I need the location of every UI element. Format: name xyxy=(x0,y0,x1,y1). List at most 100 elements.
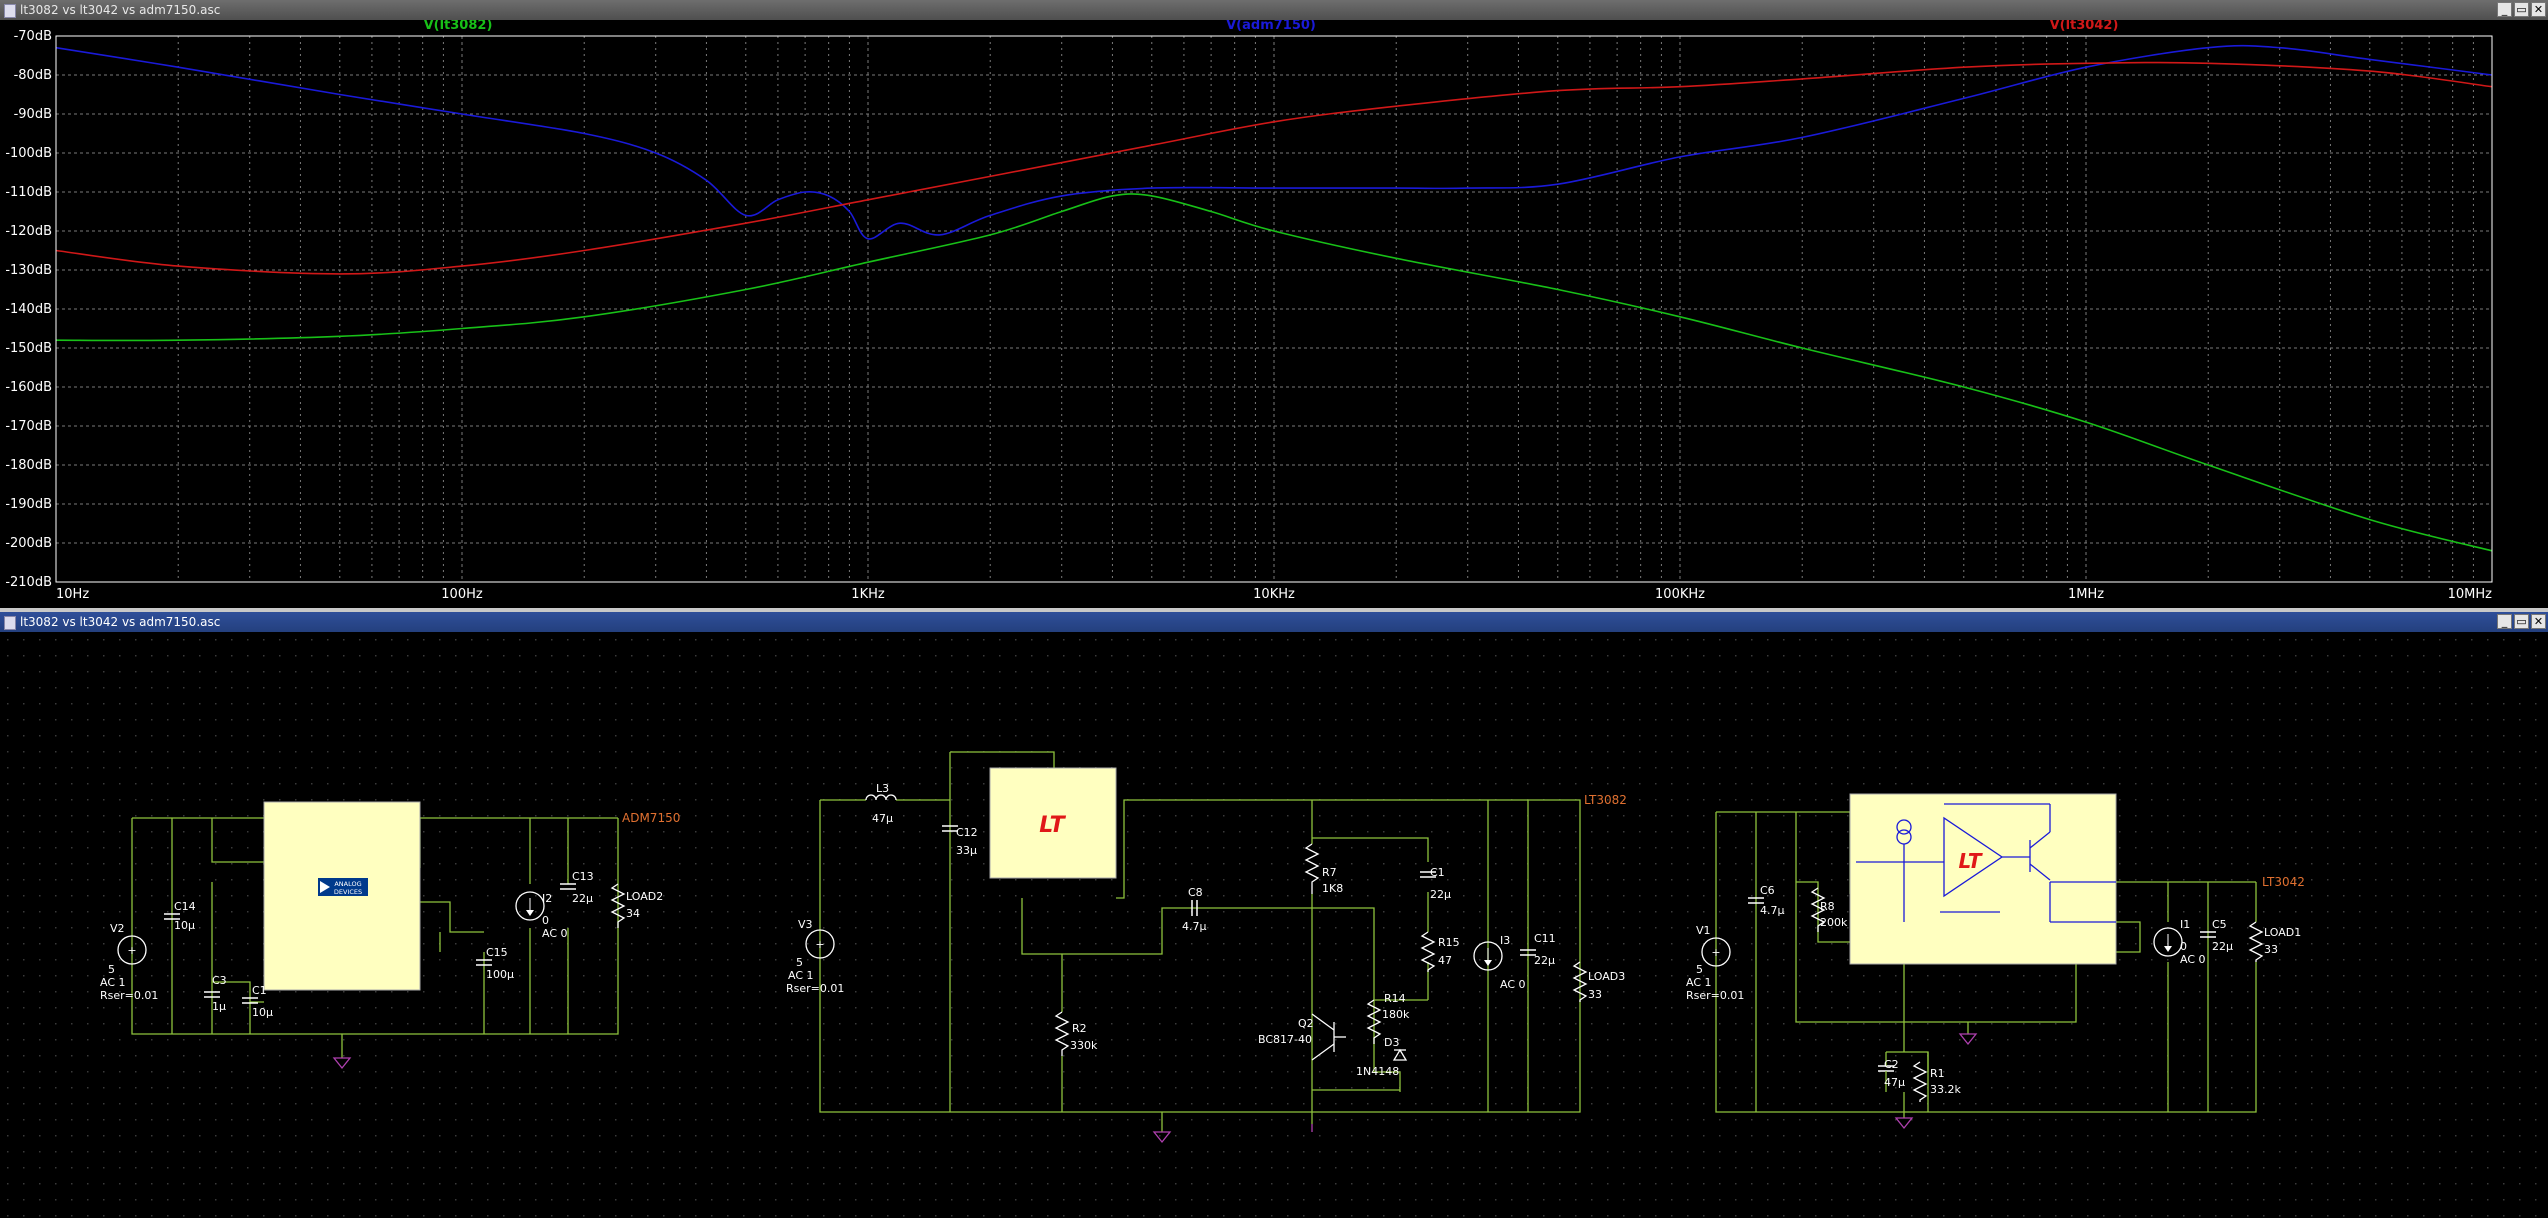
trace-line-vadm7150[interactable] xyxy=(55,44,2493,240)
minimize-button[interactable]: _ xyxy=(2497,2,2512,17)
c13-value: 22µ xyxy=(572,892,593,905)
c11-name: C11 xyxy=(1534,932,1556,945)
c12-value: 33µ xyxy=(956,844,977,857)
c14-capacitor[interactable] xyxy=(164,913,180,920)
restore-button[interactable]: ▭ xyxy=(2514,614,2529,629)
c8-value: 4.7µ xyxy=(1182,920,1207,933)
r7-value: 1K8 xyxy=(1322,882,1343,895)
v3-rser: Rser=0.01 xyxy=(786,982,844,995)
axis-labels: -70dB-80dB-90dB-100dB-110dB-120dB-130dB-… xyxy=(5,29,2492,602)
y-tick-label: -120dB xyxy=(5,224,52,239)
x-tick-label: 10MHz xyxy=(2448,587,2493,602)
r15-resistor[interactable] xyxy=(1420,931,1436,972)
r2-value: 330k xyxy=(1070,1039,1098,1052)
v2-ac: AC 1 xyxy=(100,976,126,989)
c6-value: 4.7µ xyxy=(1760,904,1785,917)
v3-source[interactable]: + xyxy=(805,929,835,959)
c12-capacitor[interactable] xyxy=(942,825,958,832)
adm-logo: ANALOG DEVICES xyxy=(318,878,368,896)
bode-plot[interactable]: -70dB-80dB-90dB-100dB-110dB-120dB-130dB-… xyxy=(0,20,2548,608)
load2-name: LOAD2 xyxy=(626,890,663,903)
c5-capacitor[interactable] xyxy=(2200,931,2216,938)
lt3042-logo: LT xyxy=(1958,849,1982,873)
trace-label-adm7150[interactable]: V(adm7150) xyxy=(1226,20,1316,33)
load1-resistor[interactable] xyxy=(2248,921,2264,962)
close-button[interactable]: ✕ xyxy=(2531,614,2546,629)
d3-value: 1N4148 xyxy=(1356,1065,1399,1078)
i3-name: I3 xyxy=(1500,934,1510,947)
y-tick-label: -210dB xyxy=(5,575,52,590)
schematic-doc-icon xyxy=(4,616,16,630)
restore-button[interactable]: ▭ xyxy=(2514,2,2529,17)
r15-value: 47 xyxy=(1438,954,1452,967)
c11-capacitor[interactable] xyxy=(1520,949,1536,956)
l3-inductor[interactable] xyxy=(865,794,897,801)
c15-value: 100µ xyxy=(486,968,514,981)
close-button[interactable]: ✕ xyxy=(2531,2,2546,17)
trace-label-lt3042[interactable]: V(lt3042) xyxy=(2050,20,2119,33)
schematic-canvas[interactable]: ANALOG DEVICES + V2 5 AC 1 Rser=0.01 C14… xyxy=(0,632,2548,1218)
load3-name: LOAD3 xyxy=(1588,970,1625,983)
minimize-button[interactable]: _ xyxy=(2497,614,2512,629)
v2-dc: 5 xyxy=(108,963,115,976)
y-tick-label: -130dB xyxy=(5,263,52,278)
schematic-window-titlebar[interactable]: lt3082 vs lt3042 vs adm7150.asc _ ▭ ✕ xyxy=(0,612,2548,632)
load2-resistor[interactable] xyxy=(610,883,626,928)
i1-current-source[interactable] xyxy=(2153,927,2183,957)
load3-resistor[interactable] xyxy=(1572,961,1588,1002)
y-tick-label: -100dB xyxy=(5,146,52,161)
plot-window[interactable]: lt3082 vs lt3042 vs adm7150.asc _ ▭ ✕ -7… xyxy=(0,0,2548,608)
y-tick-label: -170dB xyxy=(5,419,52,434)
schematic-grid-dots xyxy=(0,632,2548,1218)
c15-capacitor[interactable] xyxy=(476,959,492,966)
svg-text:DEVICES: DEVICES xyxy=(334,888,362,896)
r1-resistor[interactable] xyxy=(1912,1061,1928,1102)
c1-adm-capacitor[interactable] xyxy=(242,997,258,1004)
net-label-adm7150[interactable]: ADM7150 xyxy=(622,811,680,825)
trace-line-vlt3042[interactable] xyxy=(55,61,2493,275)
v1-source[interactable]: + xyxy=(1701,937,1731,967)
net-label-lt3082[interactable]: LT3082 xyxy=(1584,793,1627,807)
y-tick-label: -140dB xyxy=(5,302,52,317)
i1-name: I1 xyxy=(2180,918,2190,931)
net-label-lt3042[interactable]: LT3042 xyxy=(2262,875,2305,889)
trace-line-vlt3082[interactable] xyxy=(55,193,2493,552)
lt3082-ic[interactable] xyxy=(989,767,1117,879)
c1-adm-value: 10µ xyxy=(252,1006,273,1019)
schematic-window[interactable]: lt3082 vs lt3042 vs adm7150.asc _ ▭ ✕ AN… xyxy=(0,612,2548,1218)
c6-capacitor[interactable] xyxy=(1748,897,1764,904)
c5-value: 22µ xyxy=(2212,940,2233,953)
i3-ac: AC 0 xyxy=(1500,978,1526,991)
i3-current-source[interactable] xyxy=(1473,941,1503,971)
r8-resistor[interactable] xyxy=(1810,887,1826,932)
lt3042-internal xyxy=(1856,803,2116,923)
r2-resistor[interactable] xyxy=(1054,1011,1070,1056)
c11-value: 22µ xyxy=(1534,954,1555,967)
r2-name: R2 xyxy=(1072,1022,1087,1035)
svg-text:+: + xyxy=(1711,946,1720,959)
c12-name: C12 xyxy=(956,826,978,839)
i1-ac: AC 0 xyxy=(2180,953,2206,966)
lt3042-ic[interactable] xyxy=(1849,793,2117,965)
d3-diode[interactable] xyxy=(1392,1048,1408,1061)
plot-frame xyxy=(55,35,2493,583)
i2-dc: 0 xyxy=(542,914,549,927)
c1-lt3082-capacitor[interactable] xyxy=(1420,871,1436,878)
l3-value: 47µ xyxy=(872,812,893,825)
v2-source[interactable]: + xyxy=(117,935,147,965)
q2-transistor[interactable] xyxy=(1311,1013,1346,1061)
r7-resistor[interactable] xyxy=(1304,843,1320,894)
r7-name: R7 xyxy=(1322,866,1337,879)
plot-window-title: lt3082 vs lt3042 vs adm7150.asc xyxy=(20,3,221,17)
x-tick-label: 100Hz xyxy=(441,587,483,602)
c1-lt3082-name: C1 xyxy=(1430,866,1445,879)
trace-label-lt3082[interactable]: V(lt3082) xyxy=(424,20,493,33)
y-tick-label: -180dB xyxy=(5,458,52,473)
load3-value: 33 xyxy=(1588,988,1602,1001)
r14-resistor[interactable] xyxy=(1366,999,1382,1044)
i2-current-source[interactable] xyxy=(515,891,545,921)
c8-capacitor[interactable] xyxy=(1191,900,1198,916)
plot-window-titlebar[interactable]: lt3082 vs lt3042 vs adm7150.asc _ ▭ ✕ xyxy=(0,0,2548,20)
c13-capacitor[interactable] xyxy=(560,883,576,890)
c3-capacitor[interactable] xyxy=(204,991,220,998)
